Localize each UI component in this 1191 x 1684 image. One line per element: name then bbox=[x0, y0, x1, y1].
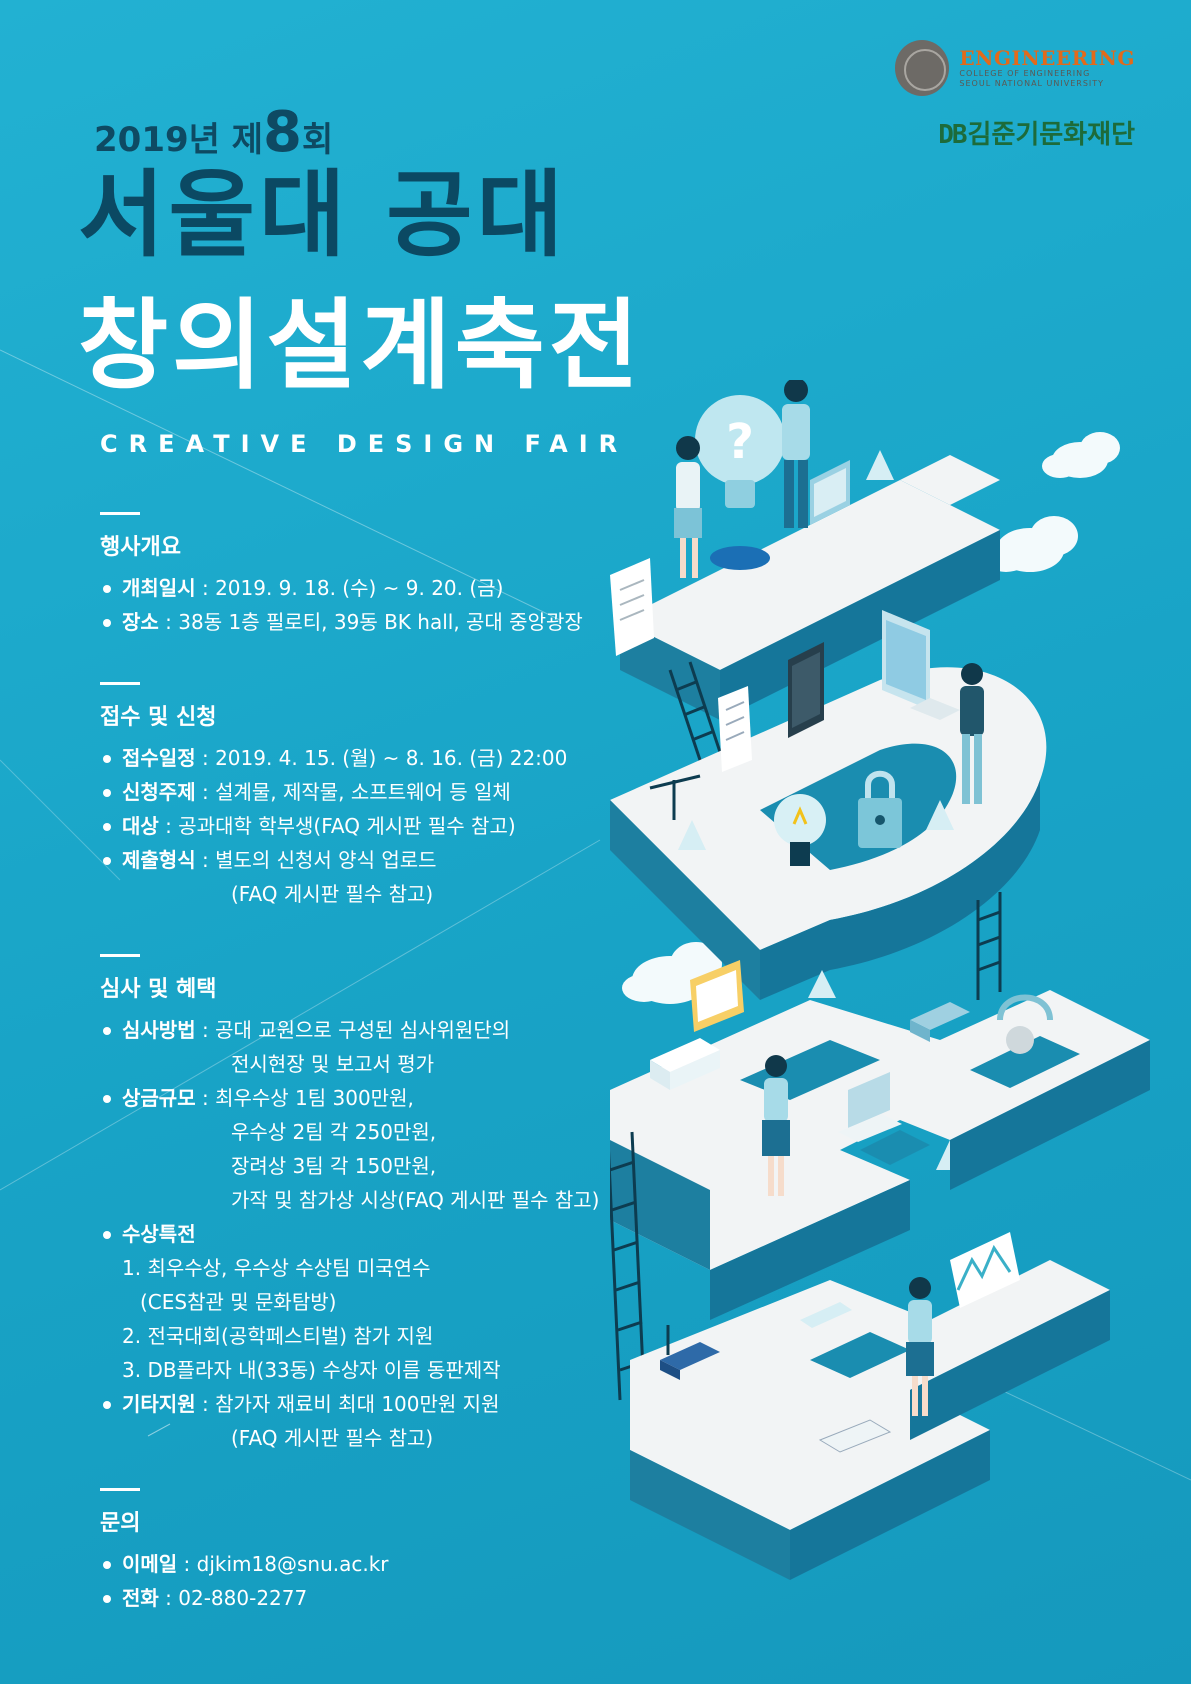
info-item: 제출형식 : 별도의 신청서 양식 업로드 bbox=[100, 843, 660, 877]
benefit-line: 1. 최우수상, 우수상 수상팀 미국연수 bbox=[122, 1256, 431, 1280]
info-continuation: (FAQ 게시판 필수 참고) bbox=[231, 882, 434, 906]
section-title: 문의 bbox=[100, 1511, 141, 1536]
section-bar bbox=[100, 512, 140, 515]
usb-drive-icon bbox=[800, 1302, 852, 1328]
foundation-name: 김준기문화재단 bbox=[967, 120, 1135, 150]
contact-email: 이메일 : djkim18@snu.ac.kr bbox=[100, 1547, 660, 1581]
info-continuation: 장려상 3팀 각 150만원, bbox=[231, 1154, 437, 1178]
scale-icon bbox=[649, 774, 701, 820]
info-item: 상금규모 : 최우수상 1팀 300만원, bbox=[100, 1081, 660, 1115]
edition-label: 2019년 제8회 bbox=[94, 100, 334, 165]
whiteboard-icon bbox=[690, 960, 744, 1032]
keyboard-icon bbox=[818, 1419, 892, 1453]
section-bar bbox=[100, 1488, 140, 1491]
engineering-wordmark: ENGINEERING bbox=[959, 46, 1135, 70]
info-item: 신청주제 : 설계물, 제작물, 소프트웨어 등 일체 bbox=[100, 775, 660, 809]
sponsor-logos: ENGINEERING COLLEGE OF ENGINEERING SEOUL… bbox=[895, 40, 1135, 151]
clipboard-icon bbox=[718, 686, 752, 772]
info-item: 수상특전 bbox=[100, 1217, 660, 1251]
bottom-platform bbox=[630, 1260, 1110, 1580]
documents-icon bbox=[650, 1038, 720, 1090]
section-title: 접수 및 신청 bbox=[100, 705, 217, 730]
snu-engineering-logo: ENGINEERING COLLEGE OF ENGINEERING SEOUL… bbox=[895, 40, 1135, 96]
lightbulb-icon: ? bbox=[695, 395, 785, 508]
info-continuation: 우수상 2팀 각 250만원, bbox=[231, 1120, 437, 1144]
benefit-line: 2. 전국대회(공학페스티벌) 참가 지원 bbox=[122, 1324, 434, 1348]
info-item: 대상 : 공과대학 학부생(FAQ 게시판 필수 참고) bbox=[100, 809, 660, 843]
section-overview: 행사개요 개최일시 : 2019. 9. 18. (수) ~ 9. 20. (금… bbox=[100, 512, 660, 639]
ladder bbox=[976, 892, 1002, 1000]
disc-icon bbox=[710, 546, 770, 570]
db-mark: DB bbox=[938, 120, 967, 150]
person-figure bbox=[782, 380, 810, 528]
person-figure bbox=[762, 1055, 790, 1196]
person-figure bbox=[906, 1277, 934, 1416]
info-item: 기타지원 : 참가자 재료비 최대 100만원 지원 bbox=[100, 1387, 660, 1421]
contact-phone: 전화 : 02-880-2277 bbox=[100, 1581, 660, 1615]
db-foundation-logo: DB김준기문화재단 bbox=[895, 114, 1135, 151]
title-line-2: 창의설계축전 bbox=[78, 289, 643, 403]
snu-seal-icon bbox=[895, 40, 950, 96]
monitor-icon bbox=[810, 460, 850, 525]
question-mark: ? bbox=[726, 414, 754, 470]
person-figure bbox=[960, 663, 984, 804]
isometric-illustration: ? bbox=[610, 380, 1150, 1580]
info-continuation: (FAQ 게시판 필수 참고) bbox=[231, 1426, 434, 1450]
section-contact: 문의 이메일 : djkim18@snu.ac.kr 전화 : 02-880-2… bbox=[100, 1488, 660, 1615]
section-judging: 심사 및 혜택 심사방법 : 공대 교원으로 구성된 심사위원단의 전시현장 및… bbox=[100, 954, 660, 1455]
edition-number: 8 bbox=[263, 100, 302, 165]
english-subtitle: CREATIVE DESIGN FAIR bbox=[100, 430, 629, 458]
laptop-icon bbox=[910, 698, 960, 720]
section-title: 행사개요 bbox=[100, 535, 181, 560]
laptop-icon bbox=[838, 1072, 902, 1142]
info-item: 장소 : 38동 1층 필로티, 39동 BK hall, 공대 중앙광장 bbox=[100, 605, 660, 639]
cloud-icon bbox=[1042, 432, 1120, 478]
tablet-icon bbox=[882, 610, 930, 710]
person-figure bbox=[674, 436, 702, 578]
college-name: COLLEGE OF ENGINEERING bbox=[959, 69, 1091, 78]
info-item: 심사방법 : 공대 교원으로 구성된 심사위원단의 bbox=[100, 1013, 660, 1047]
lightbulb-small-icon bbox=[774, 794, 826, 866]
section-bar bbox=[100, 682, 140, 685]
smartphone-icon bbox=[788, 642, 824, 738]
benefit-line: (CES참관 및 문화탐방) bbox=[140, 1290, 337, 1314]
benefit-line: 3. DB플라자 내(33동) 수상자 이름 동판제작 bbox=[122, 1358, 501, 1382]
title-line-1: 서울대 공대 bbox=[78, 161, 568, 270]
chart-board-icon bbox=[950, 1232, 1020, 1308]
printer-icon bbox=[910, 1002, 970, 1042]
headphones-icon bbox=[997, 994, 1053, 1054]
university-name: SEOUL NATIONAL UNIVERSITY bbox=[959, 79, 1105, 88]
section-application: 접수 및 신청 접수일정 : 2019. 4. 15. (월) ~ 8. 16.… bbox=[100, 682, 660, 911]
info-item: 접수일정 : 2019. 4. 15. (월) ~ 8. 16. (금) 22:… bbox=[100, 741, 660, 775]
info-continuation: 가작 및 참가상 시상(FAQ 게시판 필수 참고) bbox=[231, 1188, 600, 1212]
section-title: 심사 및 혜택 bbox=[100, 977, 217, 1002]
info-item: 개최일시 : 2019. 9. 18. (수) ~ 9. 20. (금) bbox=[100, 571, 660, 605]
info-continuation: 전시현장 및 보고서 평가 bbox=[231, 1052, 435, 1076]
padlock-icon bbox=[858, 770, 902, 848]
section-bar bbox=[100, 954, 140, 957]
notepad-icon bbox=[610, 558, 654, 656]
router-icon bbox=[660, 1325, 720, 1380]
